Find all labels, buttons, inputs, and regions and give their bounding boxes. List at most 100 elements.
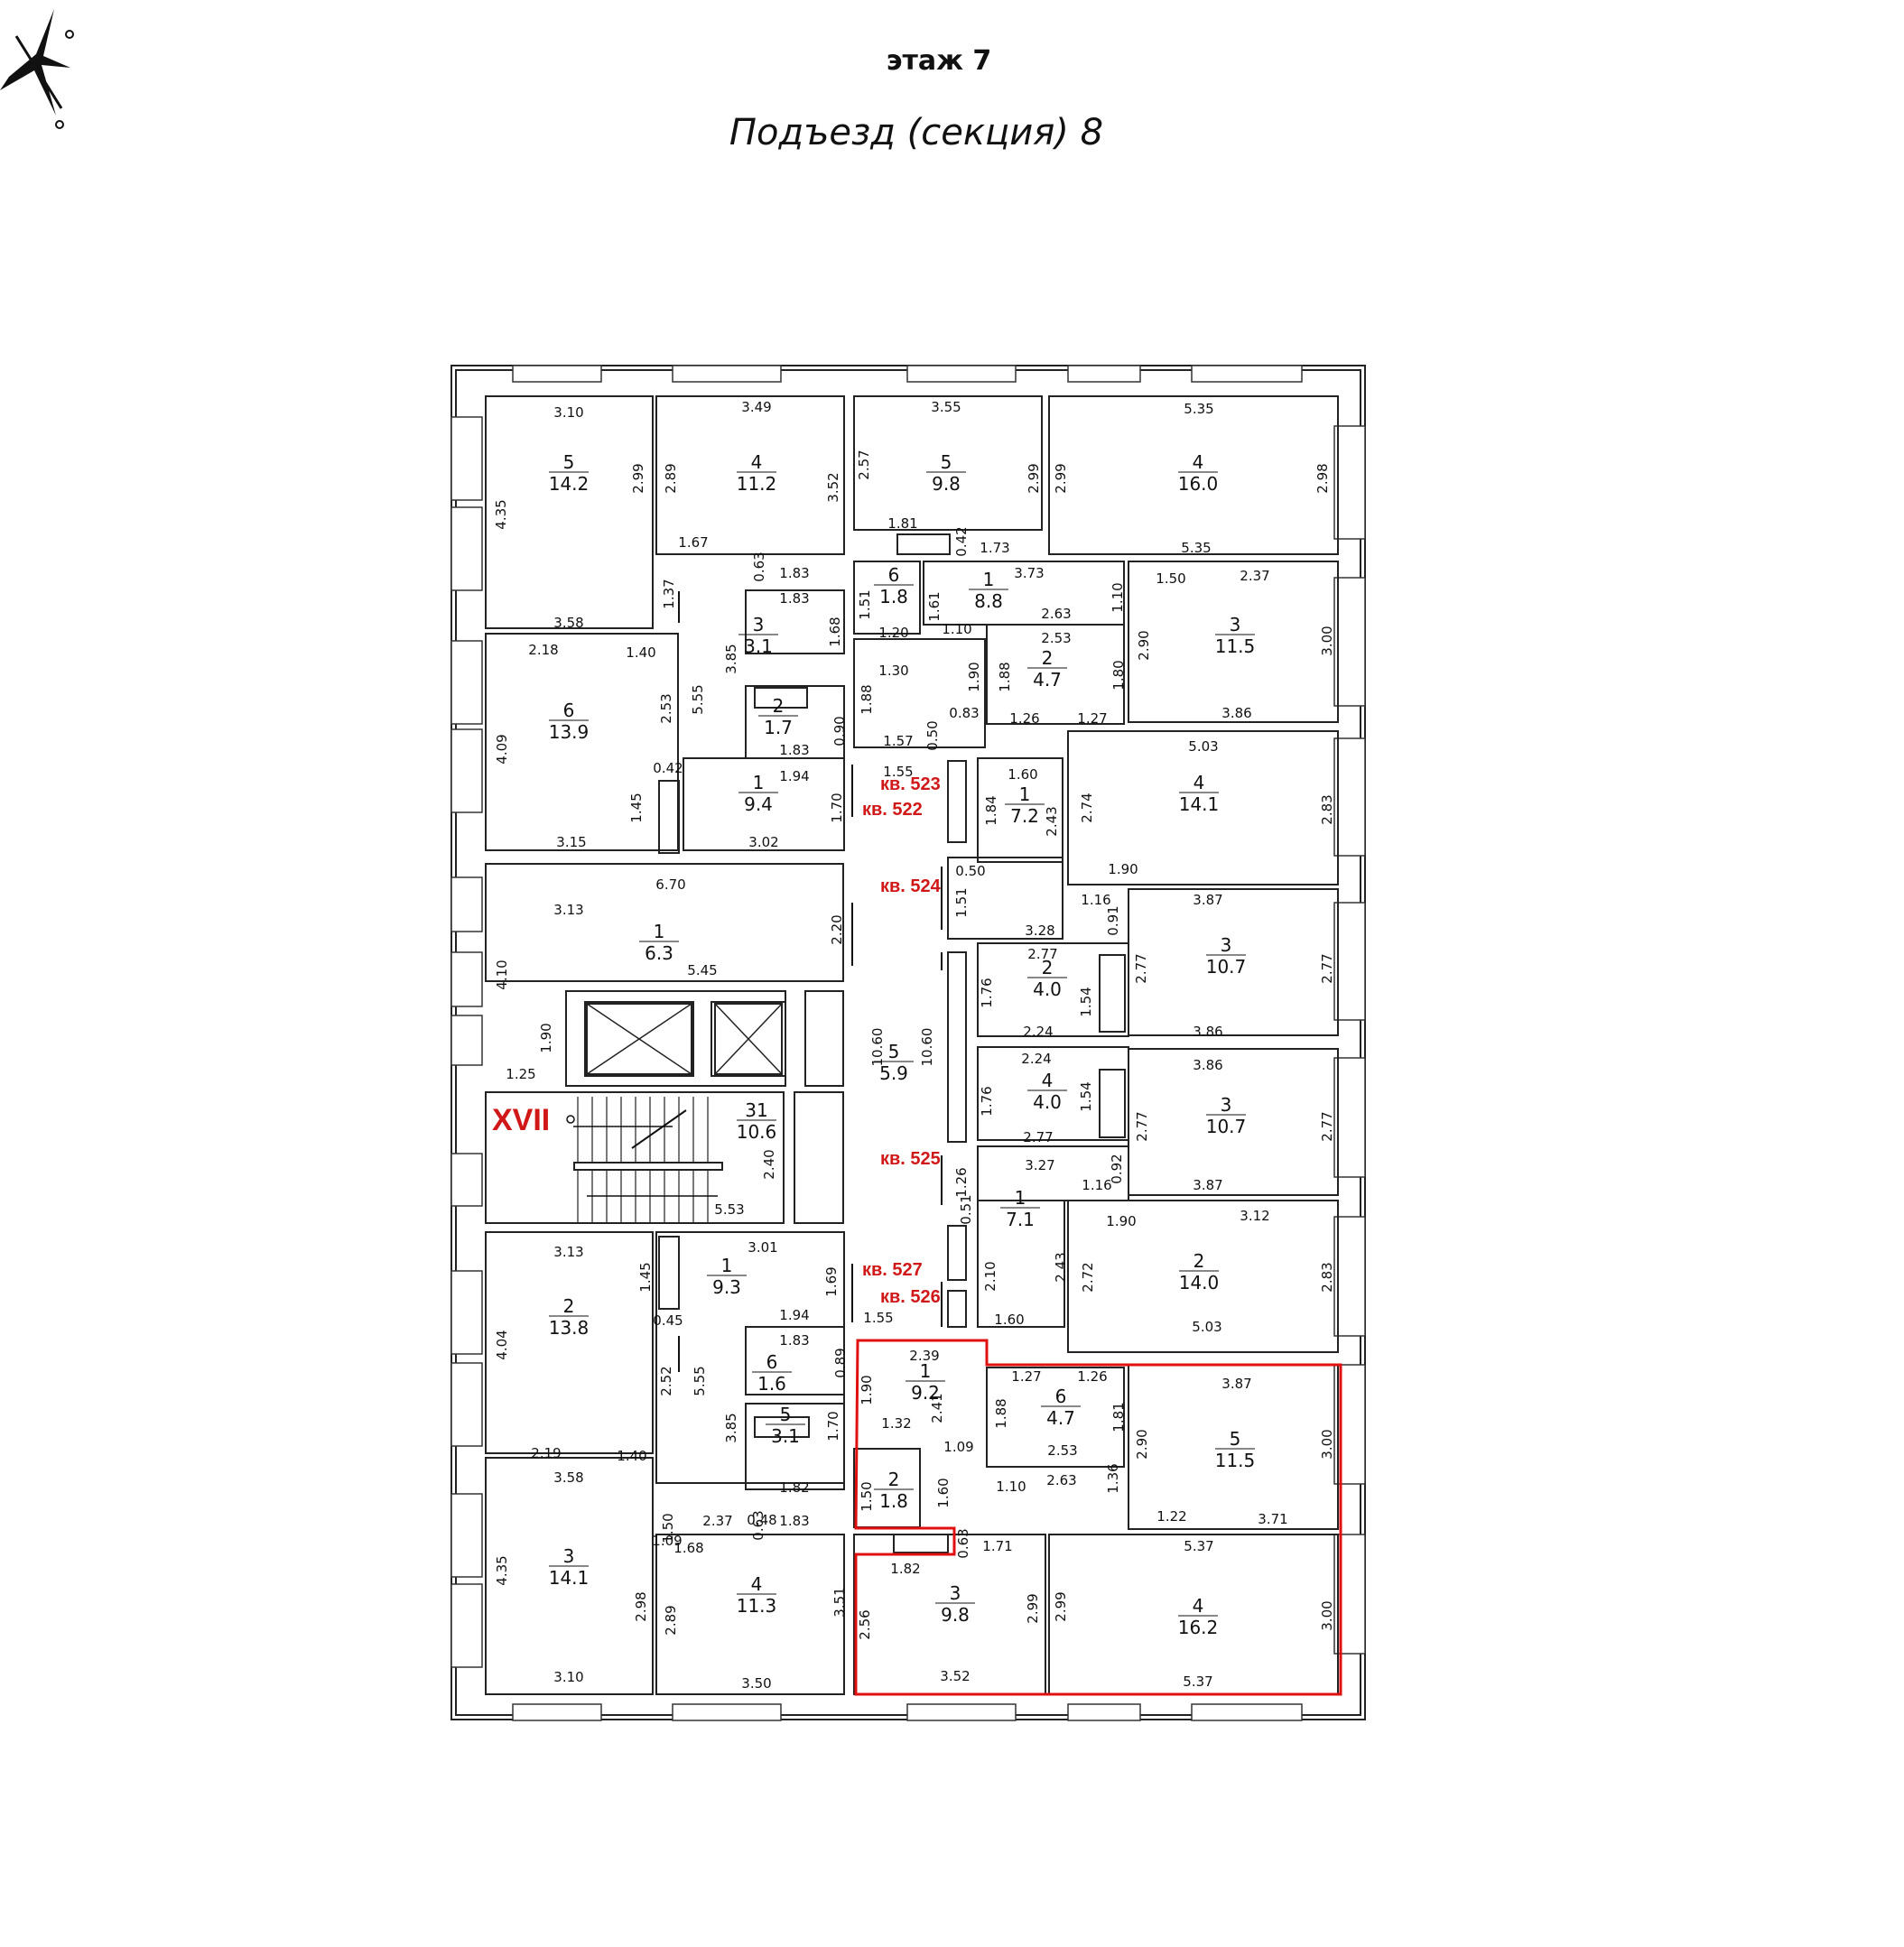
room-area: 4.0 — [1033, 978, 1062, 1000]
dimension-label: 3.71 — [1258, 1511, 1287, 1527]
dimension-label: 2.89 — [663, 463, 679, 493]
dimension-label: 5.55 — [692, 1366, 708, 1395]
dimension-label: 1.10 — [1110, 582, 1126, 612]
dimension-label: 2.18 — [528, 642, 558, 658]
room-label: 511.5 — [1215, 1428, 1256, 1471]
dimension-label: 0.51 — [958, 1194, 974, 1224]
room-label: 21.8 — [874, 1469, 914, 1512]
room-number: 3 — [1221, 934, 1232, 956]
room-label: 17.1 — [1000, 1187, 1040, 1230]
dimension-label: 3.00 — [1319, 626, 1335, 655]
dimension-label: 2.52 — [658, 1366, 674, 1395]
dimension-label: 1.60 — [994, 1312, 1024, 1328]
dimension-label: 0.91 — [1105, 905, 1121, 935]
dimension-label: 2.77 — [1134, 1111, 1150, 1141]
dimension-label: 2.39 — [909, 1348, 939, 1364]
dimension-label: 3.10 — [553, 404, 583, 421]
dimension-label: 1.60 — [1008, 766, 1037, 783]
dimension-label: 2.99 — [1053, 463, 1069, 493]
room-label: 16.3 — [639, 921, 679, 964]
dimension-label: 3.87 — [1221, 1376, 1251, 1392]
dimension-label: 5.53 — [714, 1201, 744, 1218]
room-number: 3 — [950, 1582, 961, 1604]
dimension-label: 0.42 — [953, 526, 970, 556]
dimension-label: 0.45 — [653, 1312, 683, 1329]
dimension-label: 1.88 — [859, 684, 875, 714]
dimension-label: 2.57 — [856, 450, 872, 479]
dimension-label: 0.63 — [955, 1528, 971, 1558]
elevator-shafts — [586, 1003, 783, 1075]
dimension-label: 2.43 — [1053, 1252, 1069, 1282]
dimension-label: 3.52 — [940, 1668, 970, 1684]
dimension-label: 3.85 — [723, 1413, 739, 1442]
dimension-label: 3.15 — [556, 834, 586, 850]
room-number: 4 — [1193, 772, 1205, 793]
room-label: 61.6 — [752, 1351, 792, 1395]
dimension-label: 1.68 — [827, 617, 843, 646]
room-area: 14.0 — [1179, 1272, 1220, 1293]
room-number: 2 — [1042, 957, 1054, 978]
room-area: 14.1 — [1179, 793, 1220, 815]
room-number: 6 — [888, 564, 900, 586]
dimension-label: 5.37 — [1183, 1673, 1212, 1690]
dimension-label: 4.09 — [494, 734, 510, 764]
room-label: 310.7 — [1206, 934, 1247, 978]
dimension-label: 2.77 — [1023, 1129, 1053, 1145]
dimension-label: 1.61 — [926, 591, 943, 621]
dimension-label: 1.16 — [1081, 892, 1110, 908]
room-number: 5 — [563, 451, 575, 473]
room-area: 11.3 — [737, 1595, 777, 1617]
dimension-label: 2.99 — [630, 463, 646, 493]
room-label: 19.3 — [707, 1255, 747, 1298]
room-label: 55.9 — [874, 1041, 914, 1084]
staircase-label: XVII — [492, 1103, 550, 1137]
room-number: 4 — [751, 451, 763, 473]
floor-title: этаж 7 — [887, 45, 992, 77]
dimension-label: 3.49 — [741, 399, 771, 415]
staircase — [573, 1097, 723, 1223]
dimension-label: 3.51 — [831, 1587, 848, 1617]
dimension-label: 1.27 — [1011, 1368, 1041, 1385]
dimension-label: 1.84 — [983, 795, 999, 825]
room-number: 6 — [766, 1351, 778, 1373]
apartment-label: кв. 527 — [862, 1260, 923, 1280]
dimension-label: 2.98 — [633, 1591, 649, 1621]
room-number: 3 — [563, 1545, 575, 1567]
room-number: 1 — [721, 1255, 733, 1276]
dimension-label: 1.94 — [779, 1307, 809, 1323]
room-number: 3 — [1221, 1094, 1232, 1116]
dimension-label: 1.20 — [878, 625, 908, 641]
room-label: 44.0 — [1027, 1070, 1067, 1113]
room-area: 10.7 — [1206, 956, 1247, 978]
room-number: 2 — [888, 1469, 900, 1490]
room-number: 2 — [1193, 1250, 1205, 1272]
dimension-label: 3.85 — [723, 644, 739, 673]
dimension-label: 1.27 — [1077, 710, 1107, 727]
dimension-label: 1.90 — [1108, 861, 1138, 877]
room-area: 4.7 — [1046, 1407, 1075, 1429]
dimension-label: 5.03 — [1188, 738, 1218, 755]
dimension-label: 2.37 — [702, 1513, 732, 1529]
dimension-label: 1.09 — [943, 1439, 973, 1455]
dimension-label: 2.90 — [1136, 630, 1152, 660]
dimension-label: 2.53 — [1047, 1442, 1077, 1459]
dimension-label: 1.55 — [883, 764, 913, 780]
room-label: 314.1 — [549, 1545, 590, 1589]
dimension-label: 4.35 — [494, 1555, 510, 1585]
dimension-label: 5.55 — [690, 684, 706, 714]
dimension-label: 2.90 — [1134, 1429, 1150, 1459]
dimension-label: 3.12 — [1240, 1208, 1269, 1224]
apartment-label: кв. 525 — [880, 1149, 941, 1169]
room-label: 21.7 — [758, 695, 798, 738]
dimension-label: 1.83 — [779, 1332, 809, 1349]
room-number: 6 — [1055, 1386, 1067, 1407]
dimension-label: 1.71 — [982, 1538, 1012, 1554]
dimension-label: 3.01 — [748, 1239, 777, 1256]
dimension-label: 2.10 — [982, 1261, 998, 1291]
dimension-label: 2.72 — [1080, 1262, 1096, 1292]
dimension-label: 1.76 — [979, 978, 995, 1007]
room-number: 5 — [1230, 1428, 1241, 1450]
room-label: 64.7 — [1041, 1386, 1081, 1429]
room-area: 11.2 — [737, 473, 777, 495]
dimension-label: 2.41 — [929, 1393, 945, 1423]
